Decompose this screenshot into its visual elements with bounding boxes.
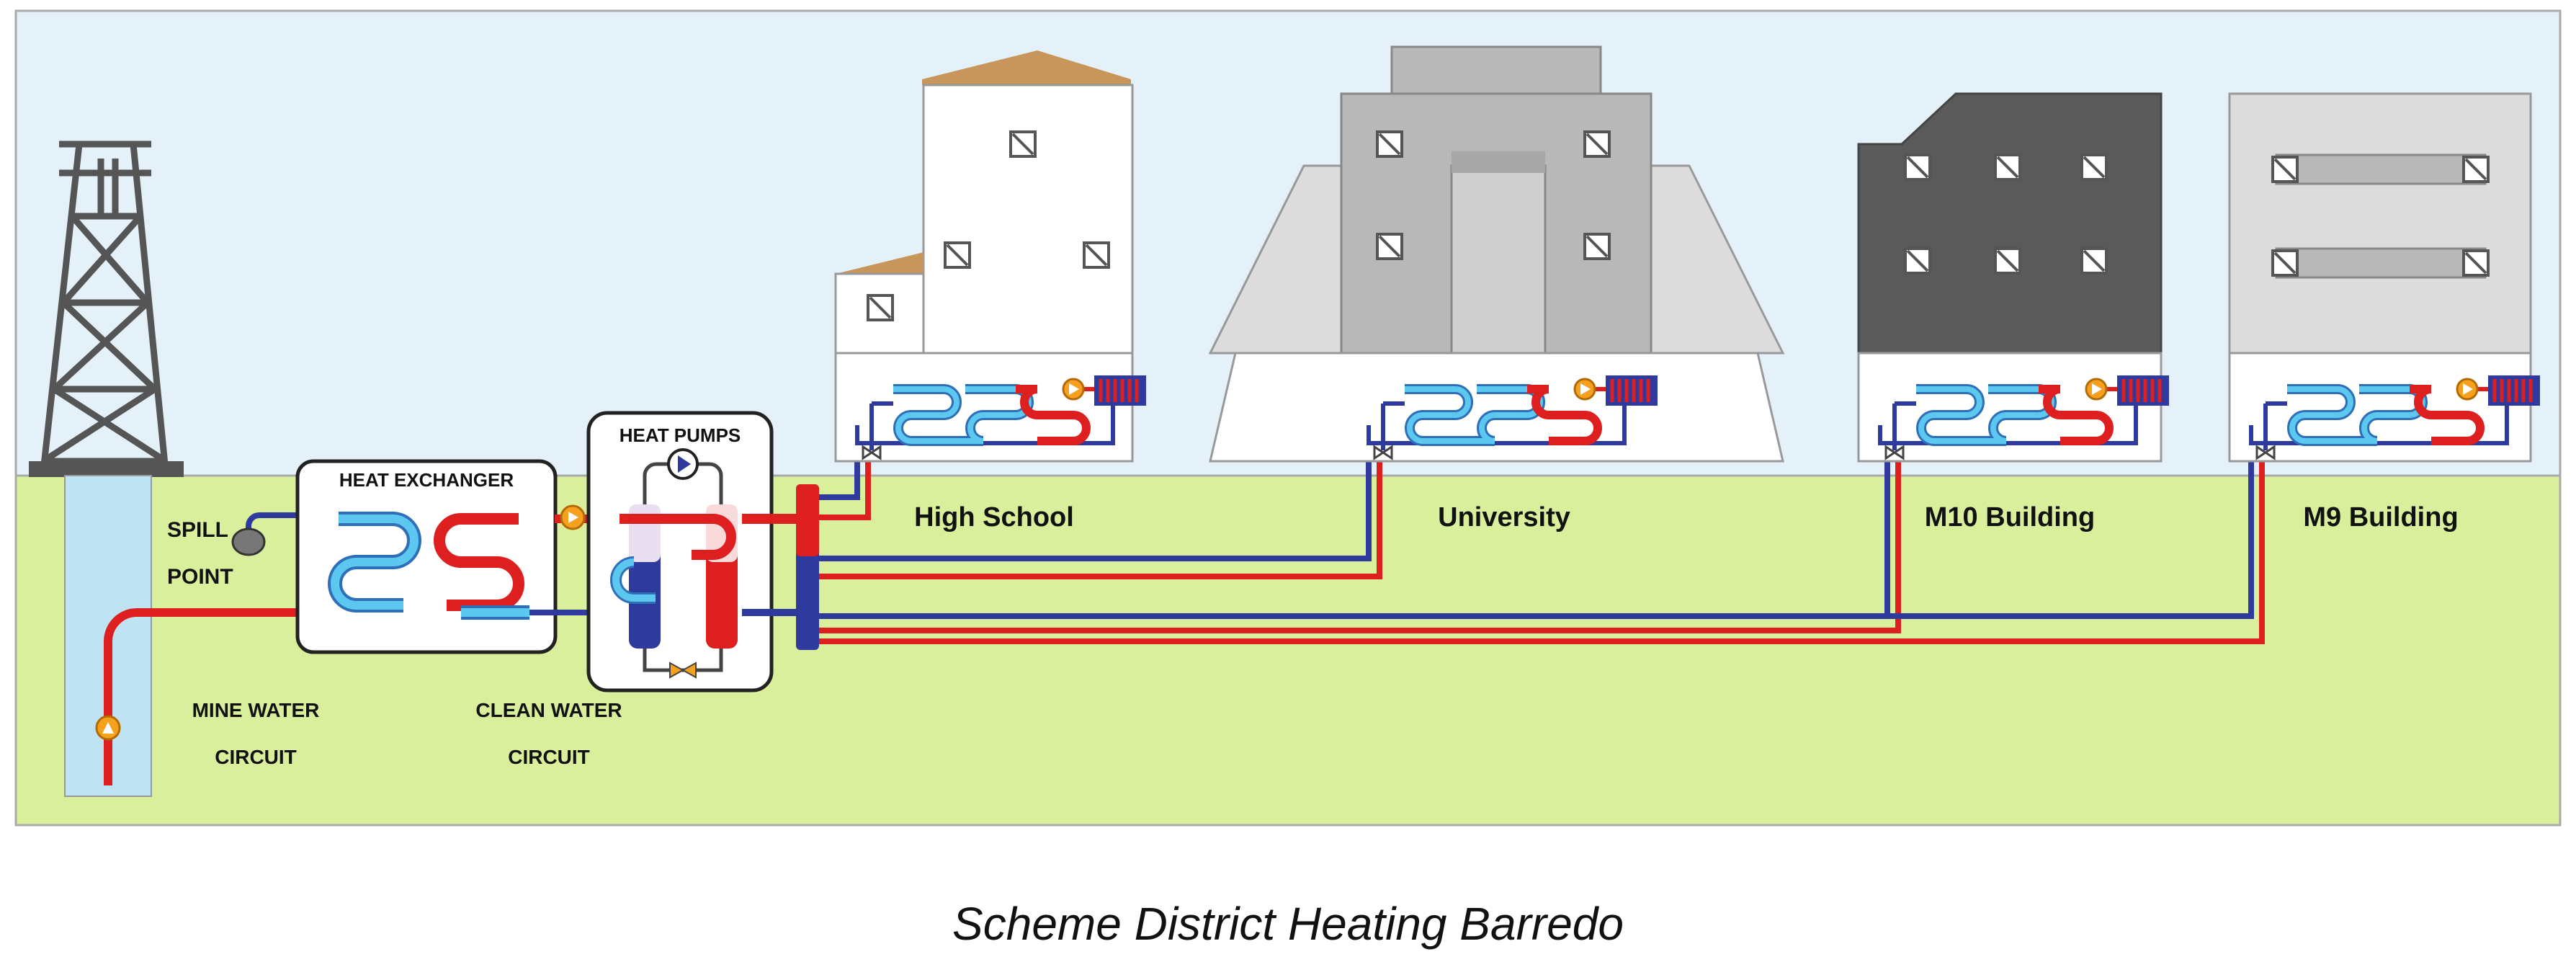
building-high-school xyxy=(834,50,1145,461)
heat-pumps: HEAT PUMPS xyxy=(586,411,774,692)
building-label-university: University xyxy=(1438,502,1570,533)
mine-water-circuit-label: CIRCUIT xyxy=(215,746,297,768)
mine-water-pipe xyxy=(104,608,411,785)
building-label-m10: M10 Building xyxy=(1925,502,2095,533)
heat-pumps-label: HEAT PUMPS xyxy=(620,424,741,446)
clean-water-label: CLEAN WATER xyxy=(475,699,622,721)
mine-water-label: MINE WATER xyxy=(192,699,320,721)
point-label: POINT xyxy=(167,565,233,589)
figure-caption: Scheme District Heating Barredo xyxy=(952,898,1624,950)
heat-exchanger-label: HEAT EXCHANGER xyxy=(339,469,514,491)
building-label-m9: M9 Building xyxy=(2303,502,2458,533)
mine-headframe xyxy=(40,141,169,473)
building-m10 xyxy=(1857,92,2168,461)
spill-label: SPILL xyxy=(167,518,228,542)
spill-point-icon xyxy=(231,527,266,556)
building-m9 xyxy=(2228,92,2539,461)
building-university xyxy=(1208,45,1785,461)
building-label-high-school: High School xyxy=(914,502,1074,533)
clean-water-circuit-label: CIRCUIT xyxy=(508,746,590,768)
